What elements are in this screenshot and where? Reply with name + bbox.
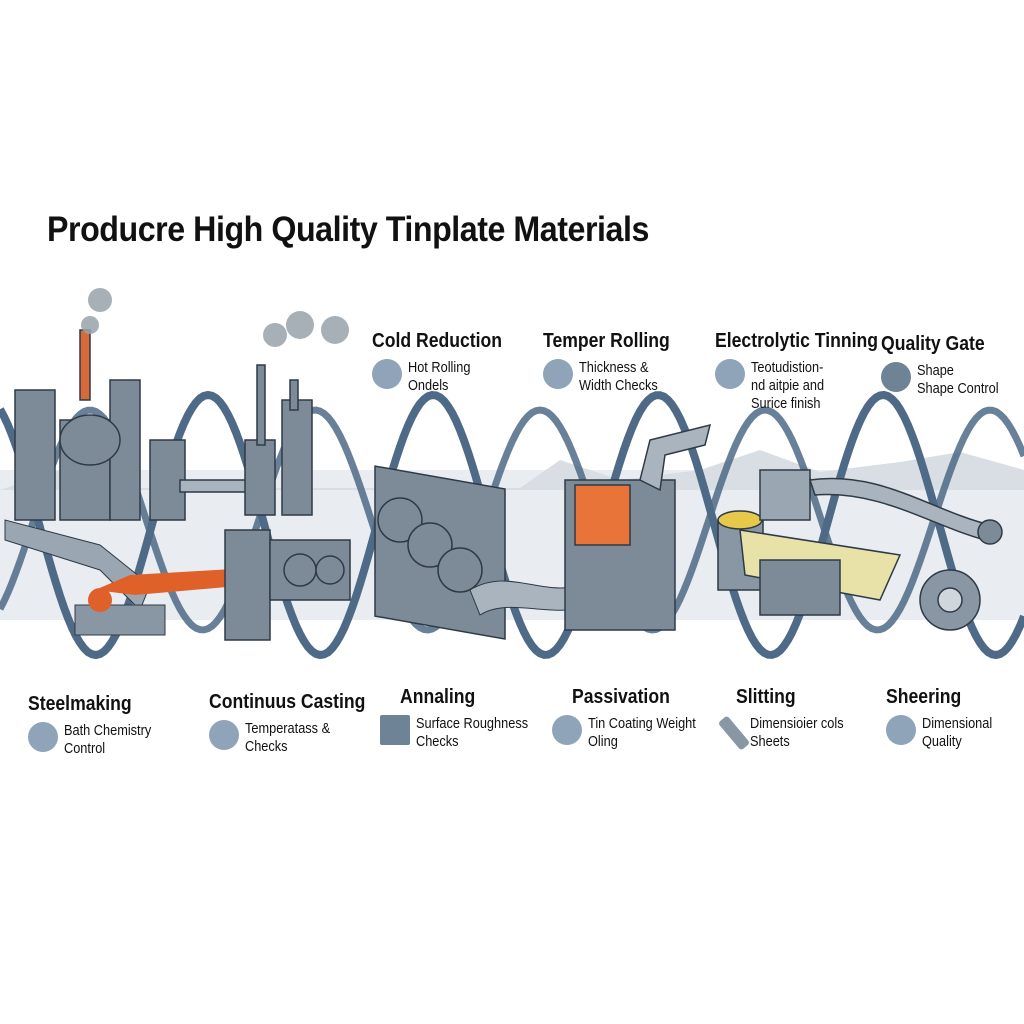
tinning-line (717, 469, 902, 616)
step-detail: Shape Control (917, 381, 999, 397)
step-detail: Surface Roughness (416, 716, 529, 732)
step-detail: Ondels (408, 378, 449, 394)
step-title: Annaling (400, 686, 476, 708)
step-detail: Dimensioier cols (750, 716, 844, 732)
step-detail: Width Checks (579, 378, 658, 394)
gauge-icon (543, 359, 573, 389)
step-title: Steelmaking (28, 693, 132, 715)
step-detail: Shape (917, 363, 954, 379)
step-title: Continuus Casting (209, 691, 366, 713)
step-detail: Bath Chemistry (64, 723, 152, 739)
blade-icon (717, 715, 751, 751)
flask-icon (552, 715, 582, 745)
step-detail: nd aitpie and (751, 378, 825, 394)
ladle (74, 604, 166, 636)
step-title: Electrolytic Tinning (715, 330, 878, 352)
step-title: Quality Gate (881, 333, 985, 355)
step-electrolytic-tinning: Electrolytic Tinning Teotudistion-nd ait… (715, 330, 900, 413)
molten-steel-stream (95, 568, 250, 595)
step-temper-rolling: Temper Rolling Thickness & Width Checks (543, 330, 687, 395)
furnace-icon (380, 715, 410, 745)
ladle-icon (28, 722, 58, 752)
step-detail: Oling (588, 734, 618, 750)
continuous-caster (224, 529, 351, 641)
wrench-icon (881, 362, 911, 392)
coil-rewinder (809, 477, 1003, 631)
step-title: Cold Reduction (372, 330, 503, 352)
step-detail: Control (64, 741, 106, 757)
smoke (81, 288, 349, 347)
step-detail: Checks (245, 739, 288, 755)
step-detail: Temperatass & (245, 721, 331, 737)
steel-plant (14, 329, 313, 521)
coil-icon (715, 359, 745, 389)
page-title: Producre High Quality Tinplate Materials (47, 210, 649, 249)
step-detail: Quality (922, 734, 962, 750)
step-detail: Surice finish (751, 396, 821, 412)
step-detail: Teotudistion- (751, 360, 824, 376)
step-title: Temper Rolling (543, 330, 670, 352)
step-title: Sheering (886, 686, 962, 708)
step-title: Slitting (736, 686, 796, 708)
step-detail: Hot Rolling (408, 360, 471, 376)
step-continuous-casting: Continuus Casting Temperatass & Checks (209, 691, 387, 756)
step-detail: Checks (416, 734, 459, 750)
rolling-mill-icon (372, 359, 402, 389)
annealing-furnace (564, 423, 712, 631)
shear-icon (886, 715, 916, 745)
step-detail: Sheets (750, 734, 790, 750)
step-title: Passivation (572, 686, 670, 708)
step-detail: Thickness & (579, 360, 649, 376)
step-detail: Tin Coating Weight (588, 716, 696, 732)
rolling-mill (374, 465, 506, 640)
thermometer-icon (209, 720, 239, 750)
step-detail: Dimensional (922, 716, 993, 732)
